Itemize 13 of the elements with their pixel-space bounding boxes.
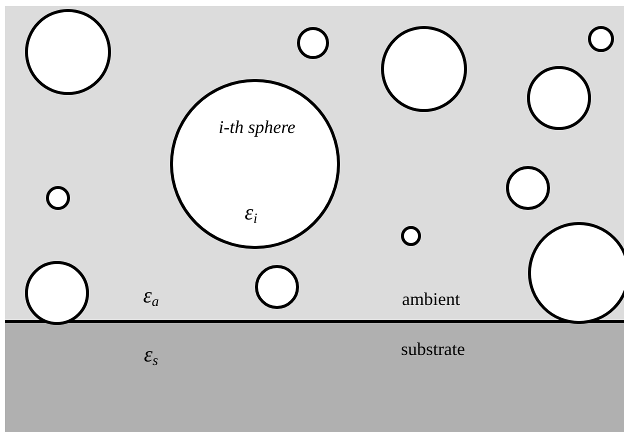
sphere-label: i-th sphere: [218, 118, 296, 136]
sphere: [588, 26, 614, 52]
permittivity-symbol: ε$_{a}$: [143, 284, 159, 310]
sphere: [46, 186, 70, 210]
region-label: ambient: [402, 290, 460, 308]
substrate-layer: [5, 320, 624, 432]
sphere: [297, 27, 329, 59]
permittivity-symbol: ε$_{s}$: [144, 344, 158, 368]
permittivity-symbol: ε$_{i}$: [244, 202, 258, 226]
sphere: [401, 226, 421, 246]
region-label: substrate: [401, 340, 465, 358]
sphere: [255, 265, 299, 309]
sphere: [506, 166, 550, 210]
